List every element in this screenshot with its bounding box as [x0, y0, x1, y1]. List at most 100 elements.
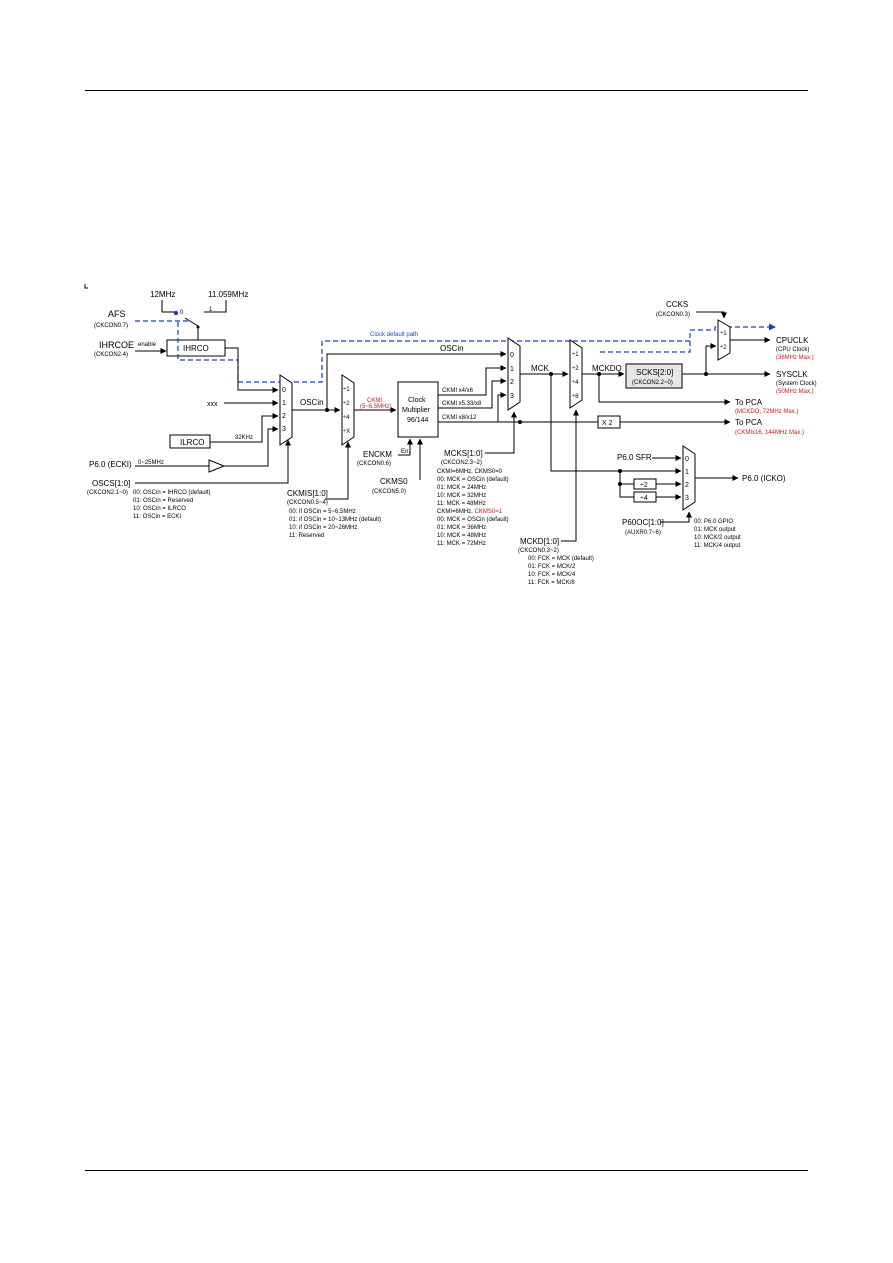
enckm-register: (CKCON0.6) [357, 461, 391, 467]
wire-ihrco-mux [225, 347, 279, 393]
p60oc-in-0: 0 [685, 456, 689, 463]
mckd-div8: ÷8 [572, 394, 579, 400]
ecki-buffer [208, 459, 226, 473]
ckmis-div2: ÷2 [343, 401, 350, 407]
wire-ckmis-select [325, 441, 351, 500]
scks-label: SCKS[2:0] [636, 368, 673, 377]
freq-switch-pivot [196, 325, 200, 329]
oscs-register: (CKCON2.1~0) [87, 490, 128, 496]
mcks-opt2-2: 10: MCK = 48MHz [437, 533, 486, 539]
footer-rule [85, 1170, 808, 1171]
p60oc-opt-1: 01: MCK output [694, 527, 736, 533]
header-rule [85, 90, 808, 91]
ckmis-div1: ÷1 [343, 387, 350, 393]
ckmsel-register: (CKCON5.0) [372, 489, 406, 495]
mcks-opt1-0: 00: MCK = OSCin (default) [437, 477, 509, 483]
ckmis-register: (CKCON0.5~4) [287, 500, 328, 506]
p60-icko-label: P6.0 (ICKO) [742, 474, 786, 483]
wire-topca1 [598, 374, 731, 405]
oscs-opt-2: 10: OSCin = ILRCO [133, 506, 186, 512]
p60oc-opt-3: 11: MCK/4 output [694, 543, 741, 549]
wire-oscs-select [135, 439, 291, 484]
mck-label: MCK [531, 364, 549, 373]
freq-switch-contact [173, 310, 179, 316]
label-11059mhz: 11.059MHz [208, 290, 248, 299]
oscs-mux-in-2: 2 [282, 413, 286, 420]
ckmsel-label: CKMS0 [380, 477, 408, 486]
x8-node [518, 420, 522, 424]
ilrco-label: ILRCO [180, 438, 204, 447]
cm-line-2: Multiplier [402, 407, 431, 414]
sysclk-desc: (System Clock) [776, 381, 817, 387]
p60oc-opt-2: 10: MCK/2 output [694, 535, 741, 541]
mcks-header-2a: CKMI=6MHz, [437, 509, 475, 515]
default-path-a [177, 322, 690, 383]
ckmis-opt-3: 11: Reserved [289, 533, 324, 539]
p60oc-register: (AUXR0.7~6) [625, 530, 661, 536]
mckd-label: MCKD[1:0] [520, 537, 559, 546]
wire-mcks-select [485, 411, 517, 454]
to-pca-2-desc: (CKMIx16, 144MHz Max.) [735, 430, 804, 436]
to-pca-1: To PCA [735, 398, 763, 407]
mckd-div1: ÷1 [572, 352, 579, 358]
wire-11059mhz [204, 300, 227, 313]
mcks-header-2: CKMI=6MHz, CKMS0=1 [437, 509, 503, 515]
ckmi-label: CKMI [367, 398, 382, 404]
mckd-div4: ÷4 [572, 380, 579, 386]
p60-sfr-label: P6.0 SFR [617, 453, 652, 462]
mckd-div2: ÷2 [572, 366, 579, 372]
oscs-opt-0: 00: OSCin = IHRCO (default) [133, 490, 211, 496]
mcks-opt2-0: 00: MCK = OSCin (default) [437, 517, 509, 523]
mckd-opt-0: 00: FCK = MCK (default) [528, 556, 594, 562]
wire-x533 [438, 378, 507, 409]
sysclk-max: (50MHz Max.) [776, 389, 814, 395]
sysclk-label: SYSCLK [776, 370, 808, 379]
to-pca-2: To PCA [735, 418, 763, 427]
label-12mhz: 12MHz [150, 290, 175, 299]
oscin-label-a: OSCin [300, 398, 324, 407]
wire-ilrco [210, 413, 279, 443]
32khz-label: 32KHz [235, 435, 253, 441]
cm-line-1: Clock [408, 397, 426, 404]
oscs-mux [279, 374, 293, 446]
oscs-opt-1: 01: OSCin = Reserved [133, 498, 193, 504]
freq-switch [184, 317, 199, 327]
p60-ecki-label: P6.0 (ECKI) [89, 460, 132, 469]
ckmi-x533x8: CKMI x5.33/x8 [442, 401, 482, 407]
scks-register: (CKCON2.2~0) [632, 380, 673, 386]
ccks-register: (CKCON0.3) [656, 312, 690, 318]
wire-ecki-mux [224, 426, 279, 467]
25mhz-label: 0~25MHz [138, 460, 164, 466]
p60oc-opt-0: 00: P6.0 GPIO [694, 519, 733, 525]
mckd-opt-3: 11: FCK = MCK/8 [528, 580, 575, 586]
div4-block [633, 491, 657, 503]
default-path-b [600, 323, 776, 353]
cm-line-3: 96/144 [407, 417, 429, 424]
mcks-header-2b: CKMS0=1 [475, 509, 503, 515]
ckmis-mux [341, 374, 355, 446]
wire-ccks-select [696, 311, 727, 319]
mcks-in-2: 2 [510, 379, 514, 386]
oscs-mux-in-3: 3 [282, 426, 286, 433]
oscs-label: OSCS[1:0] [92, 479, 130, 488]
ckmis-opt-2: 10: if OSCin = 20~26MHz [289, 525, 357, 531]
p60oc-in-2: 2 [685, 482, 689, 489]
ckmis-divx: ÷X [343, 429, 350, 435]
switch-0-label: 0 [180, 310, 184, 316]
wire-mckd-select [561, 409, 579, 542]
ckmis-div4: ÷4 [343, 415, 350, 421]
ckmi-x8x12: CKMI x8/x12 [442, 415, 477, 421]
x2-label: X 2 [602, 420, 613, 427]
oscs-opt-3: 11: OSCin = ECKI [133, 514, 181, 520]
ckmi-range: (5~6.5MHz) [360, 404, 392, 410]
cpuclk-label: CPUCLK [776, 336, 809, 345]
ccks-div1: ÷1 [720, 331, 727, 337]
ccks-label: CCKS [666, 300, 688, 309]
mcks-mux [507, 337, 521, 411]
div4-label: ÷4 [640, 495, 648, 502]
wire-oscin-mcks [326, 351, 507, 410]
div2-block [633, 478, 657, 490]
ccks-div2: ÷2 [720, 345, 727, 351]
to-pca-1-desc: (MCKDO, 72MHz Max.) [735, 409, 798, 415]
